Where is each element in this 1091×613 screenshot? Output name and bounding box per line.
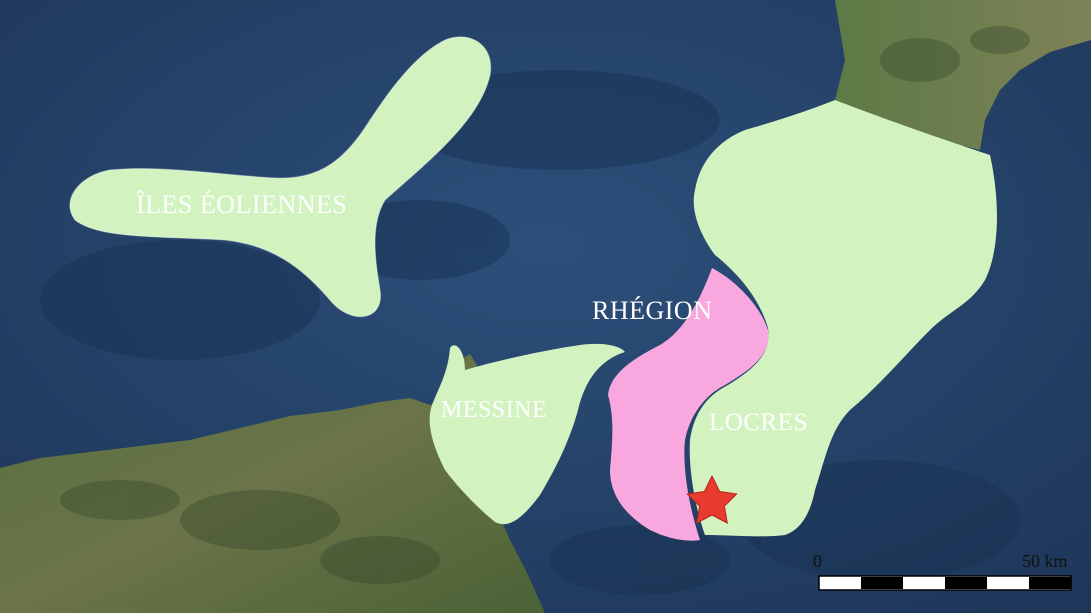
scale-end-label: 50 km: [1022, 551, 1068, 571]
land-calabria: [835, 0, 1091, 150]
scale-start-label: 0: [813, 551, 822, 571]
region-rhegion[interactable]: [608, 268, 769, 541]
region-locres[interactable]: [689, 100, 997, 537]
scale-bar: [818, 575, 1072, 591]
region-iles-eoliennes[interactable]: [69, 36, 491, 317]
label-locres: LOCRES: [709, 409, 808, 436]
land-sicily: [0, 354, 545, 613]
region-messine[interactable]: [429, 343, 625, 525]
terrain-shading: [60, 26, 1030, 584]
region-outlines: [69, 36, 492, 318]
label-rhegion: RHÉGION: [592, 296, 713, 325]
label-iles-eoliennes: ÎLES ÉOLIENNES: [136, 190, 348, 219]
label-messine: MESSINE: [441, 397, 548, 423]
star-icon[interactable]: [686, 474, 738, 525]
